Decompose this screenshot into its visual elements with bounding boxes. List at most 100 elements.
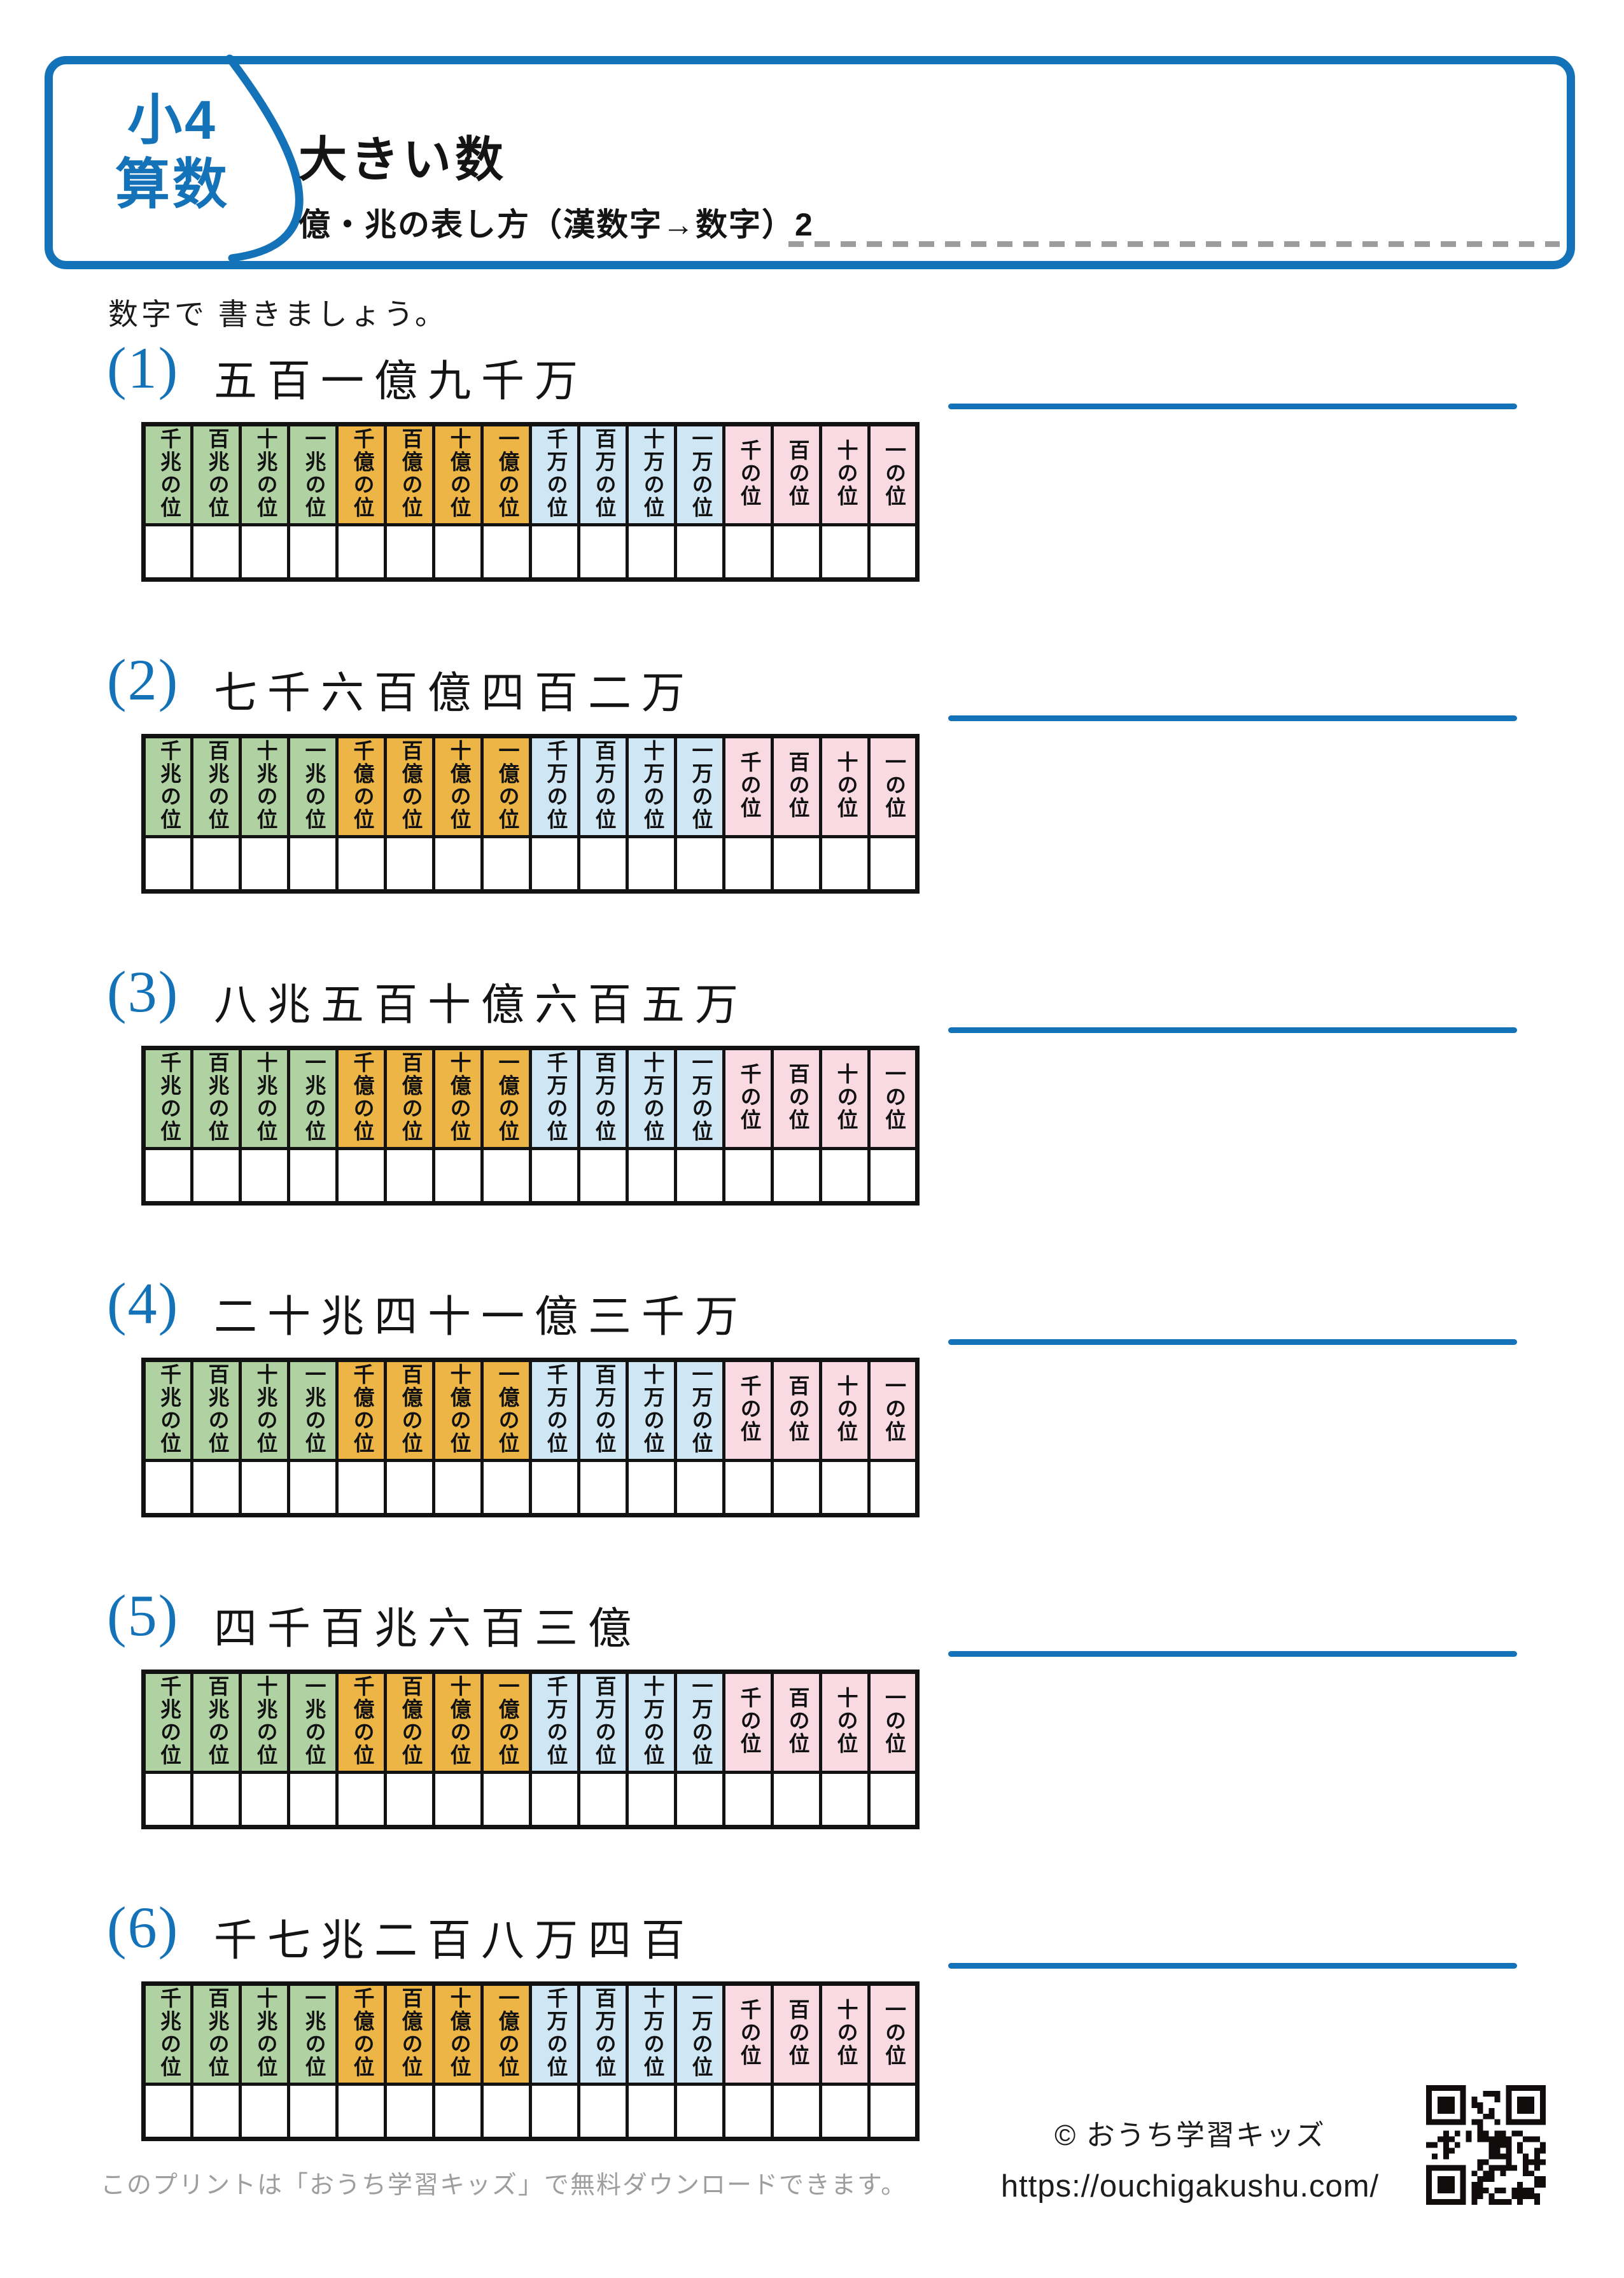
answer-cell[interactable] [287, 2083, 339, 2141]
answer-cell[interactable] [529, 1147, 580, 1205]
answer-cell[interactable] [674, 1147, 725, 1205]
answer-cell[interactable] [239, 523, 290, 581]
answer-cell[interactable] [190, 1459, 242, 1517]
answer-cell[interactable] [239, 1147, 290, 1205]
answer-cell[interactable] [239, 1459, 290, 1517]
answer-cell[interactable] [626, 1459, 677, 1517]
answer-cell[interactable] [819, 1459, 871, 1517]
answer-cell[interactable] [867, 835, 919, 893]
answer-cell[interactable] [867, 1771, 919, 1829]
answer-cell[interactable] [432, 1459, 484, 1517]
answer-cell[interactable] [287, 1459, 339, 1517]
answer-cell[interactable] [142, 835, 193, 893]
answer-cell[interactable] [771, 2083, 822, 2141]
answer-cell[interactable] [722, 1459, 774, 1517]
answer-cell[interactable] [432, 523, 484, 581]
answer-cell[interactable] [335, 1771, 387, 1829]
answer-cell[interactable] [867, 523, 919, 581]
answer-cell[interactable] [142, 1771, 193, 1829]
answer-line[interactable] [948, 1651, 1517, 1657]
answer-cell[interactable] [722, 835, 774, 893]
answer-cell[interactable] [384, 835, 435, 893]
answer-cell[interactable] [771, 1147, 822, 1205]
answer-cell[interactable] [287, 1771, 339, 1829]
answer-cell[interactable] [867, 2083, 919, 2141]
answer-cell[interactable] [577, 2083, 629, 2141]
answer-cell[interactable] [771, 1771, 822, 1829]
answer-cell[interactable] [577, 1147, 629, 1205]
answer-cell[interactable] [771, 1459, 822, 1517]
answer-cell[interactable] [335, 523, 387, 581]
answer-cell[interactable] [577, 835, 629, 893]
answer-cell[interactable] [626, 523, 677, 581]
answer-cell[interactable] [335, 835, 387, 893]
answer-cell[interactable] [577, 523, 629, 581]
answer-line[interactable] [948, 1963, 1517, 1969]
answer-line[interactable] [948, 1027, 1517, 1033]
answer-cell[interactable] [674, 1459, 725, 1517]
answer-cell[interactable] [674, 835, 725, 893]
answer-line[interactable] [948, 1339, 1517, 1345]
answer-cell[interactable] [287, 1147, 339, 1205]
answer-cell[interactable] [384, 2083, 435, 2141]
answer-cell[interactable] [239, 2083, 290, 2141]
answer-cell[interactable] [819, 523, 871, 581]
answer-cell[interactable] [626, 2083, 677, 2141]
answer-cell[interactable] [626, 1771, 677, 1829]
answer-cell[interactable] [384, 1771, 435, 1829]
answer-cell[interactable] [190, 2083, 242, 2141]
answer-cell[interactable] [722, 2083, 774, 2141]
answer-cell[interactable] [819, 1147, 871, 1205]
answer-cell[interactable] [335, 2083, 387, 2141]
answer-cell[interactable] [384, 1459, 435, 1517]
answer-cell[interactable] [577, 1459, 629, 1517]
answer-cell[interactable] [190, 835, 242, 893]
answer-cell[interactable] [480, 1459, 532, 1517]
answer-cell[interactable] [142, 1459, 193, 1517]
answer-cell[interactable] [335, 1459, 387, 1517]
answer-cell[interactable] [432, 1771, 484, 1829]
answer-cell[interactable] [771, 835, 822, 893]
answer-line[interactable] [948, 404, 1517, 409]
answer-cell[interactable] [239, 1771, 290, 1829]
answer-cell[interactable] [480, 2083, 532, 2141]
answer-cell[interactable] [142, 523, 193, 581]
answer-cell[interactable] [142, 1147, 193, 1205]
answer-cell[interactable] [722, 1147, 774, 1205]
answer-cell[interactable] [142, 2083, 193, 2141]
answer-cell[interactable] [674, 523, 725, 581]
answer-cell[interactable] [674, 1771, 725, 1829]
answer-cell[interactable] [335, 1147, 387, 1205]
answer-cell[interactable] [239, 835, 290, 893]
answer-cell[interactable] [480, 523, 532, 581]
answer-cell[interactable] [771, 523, 822, 581]
answer-cell[interactable] [529, 835, 580, 893]
answer-cell[interactable] [819, 1771, 871, 1829]
answer-cell[interactable] [674, 2083, 725, 2141]
answer-cell[interactable] [384, 1147, 435, 1205]
answer-cell[interactable] [480, 1771, 532, 1829]
answer-cell[interactable] [432, 835, 484, 893]
answer-cell[interactable] [819, 835, 871, 893]
answer-cell[interactable] [577, 1771, 629, 1829]
answer-cell[interactable] [529, 523, 580, 581]
answer-cell[interactable] [190, 1147, 242, 1205]
answer-line[interactable] [948, 715, 1517, 721]
answer-cell[interactable] [626, 835, 677, 893]
answer-cell[interactable] [722, 1771, 774, 1829]
answer-cell[interactable] [529, 2083, 580, 2141]
answer-cell[interactable] [626, 1147, 677, 1205]
answer-cell[interactable] [529, 1459, 580, 1517]
answer-cell[interactable] [867, 1459, 919, 1517]
answer-cell[interactable] [190, 523, 242, 581]
answer-cell[interactable] [480, 835, 532, 893]
answer-cell[interactable] [819, 2083, 871, 2141]
answer-cell[interactable] [529, 1771, 580, 1829]
answer-cell[interactable] [432, 2083, 484, 2141]
answer-cell[interactable] [480, 1147, 532, 1205]
answer-cell[interactable] [287, 523, 339, 581]
answer-cell[interactable] [432, 1147, 484, 1205]
answer-cell[interactable] [867, 1147, 919, 1205]
answer-cell[interactable] [287, 835, 339, 893]
answer-cell[interactable] [722, 523, 774, 581]
